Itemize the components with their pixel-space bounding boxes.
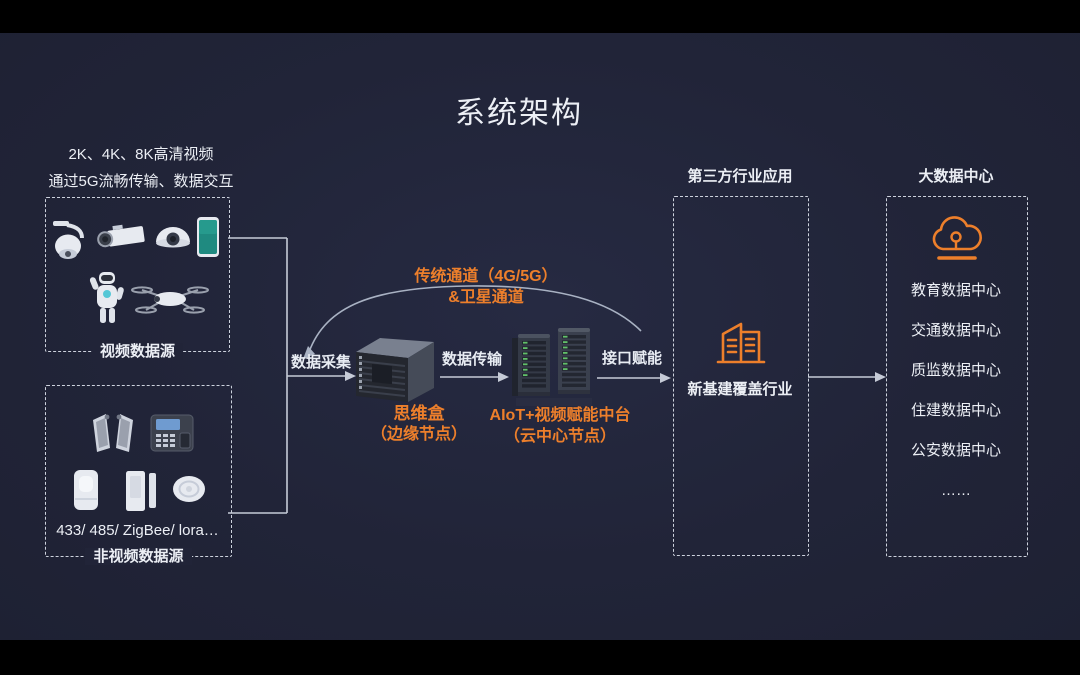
turnstile-icon [93, 414, 133, 452]
architecture-slide: 系统架构 2K、4K、8K高清视频 通过5G流畅传输、数据交互 视频数据源 [0, 33, 1080, 640]
drone-icon [131, 286, 209, 314]
channel-line-1: 传统通道（4G/5G） [414, 268, 558, 285]
big-data-list: 教育数据中心 交通数据中心 质监数据中心 住建数据中心 公安数据中心 …… [886, 281, 1026, 501]
letterbox-top [0, 0, 1080, 33]
fingerprint-terminal-icon [150, 414, 194, 452]
list-item: 质监数据中心 [910, 362, 1001, 379]
edge-node-subtitle: （边缘节点） [370, 426, 467, 443]
page-title: 系统架构 [455, 97, 583, 130]
server-towers-icon [512, 328, 592, 406]
flow-empower-label: 接口赋能 [601, 350, 662, 367]
door-sensor-icon [126, 471, 156, 511]
video-source-caption: 2K、4K、8K高清视频 通过5G流畅传输、数据交互 [15, 141, 267, 195]
third-party-header: 第三方行业应用 [687, 168, 793, 185]
caption-line-1: 2K、4K、8K高清视频 [68, 146, 214, 163]
motion-sensor-icon [74, 470, 98, 510]
list-item: 公安数据中心 [910, 442, 1001, 459]
box-camera-icon [97, 224, 145, 248]
caption-line-2: 通过5G流畅传输、数据交互 [48, 173, 234, 190]
video-source-box: 视频数据源 [45, 197, 230, 360]
robot-icon [89, 272, 124, 323]
big-data-header: 大数据中心 [918, 168, 994, 185]
ptz-camera-icon [53, 221, 84, 259]
channel-label: 传统通道（4G/5G） &卫星通道 [391, 266, 581, 308]
letterbox-bottom [0, 640, 1080, 675]
cloud-node-subtitle: （云中心节点） [503, 428, 616, 445]
protocols-text: 433/ 485/ ZigBee/ lora… [56, 522, 219, 539]
edge-node-name: 思维盒 [393, 404, 445, 423]
big-data-box [886, 196, 1028, 557]
cloud-data-icon [932, 216, 982, 260]
smartphone-icon [197, 217, 219, 257]
third-party-box [673, 196, 809, 556]
non-video-source-box: 非视频数据源 [45, 385, 232, 565]
list-item-ellipsis: …… [941, 482, 971, 499]
dome-camera-icon [156, 227, 190, 248]
video-source-label: 视频数据源 [46, 340, 229, 361]
non-video-source-label: 非视频数据源 [46, 545, 231, 566]
flow-collect-label: 数据采集 [290, 354, 351, 371]
flow-transmit-label: 数据传输 [441, 351, 502, 368]
list-item: 交通数据中心 [910, 322, 1001, 339]
rack-server-icon [356, 338, 434, 402]
buildings-icon [716, 322, 766, 364]
channel-line-2: &卫星通道 [448, 289, 524, 306]
cloud-node-name: AIoT+视频赋能中台 [489, 407, 631, 424]
list-item: 教育数据中心 [910, 282, 1001, 299]
list-item: 住建数据中心 [910, 402, 1001, 419]
third-party-label: 新基建覆盖行业 [687, 381, 793, 398]
smoke-detector-icon [173, 476, 205, 502]
